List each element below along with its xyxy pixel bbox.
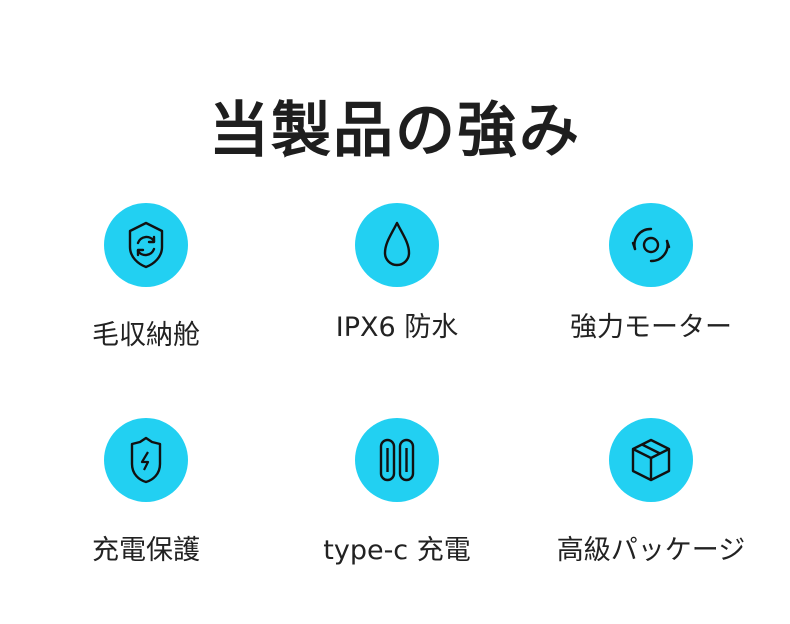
- type-c-port-icon: [355, 418, 439, 502]
- feature-label: IPX6 防水: [335, 312, 459, 343]
- feature-waterproof: IPX6 防水: [272, 203, 522, 344]
- motor-rotation-icon: [609, 203, 693, 287]
- feature-label: type-c 充電: [323, 535, 471, 566]
- feature-package: 高級パッケージ: [526, 418, 776, 567]
- feature-label: 充電保護: [92, 535, 200, 566]
- feature-storage: 毛収納舱: [21, 203, 271, 352]
- page-title: 当製品の強み: [209, 96, 581, 166]
- shield-lightning-icon: [104, 418, 188, 502]
- package-box-icon: [609, 418, 693, 502]
- feature-motor: 強力モーター: [526, 203, 776, 344]
- feature-charge-protection: 充電保護: [21, 418, 271, 567]
- water-drop-icon: [355, 203, 439, 287]
- feature-typec: type-c 充電: [272, 418, 522, 567]
- feature-label: 高級パッケージ: [556, 535, 746, 566]
- feature-label: 強力モーター: [570, 312, 732, 343]
- shield-refresh-icon: [104, 203, 188, 287]
- feature-label: 毛収納舱: [92, 320, 200, 351]
